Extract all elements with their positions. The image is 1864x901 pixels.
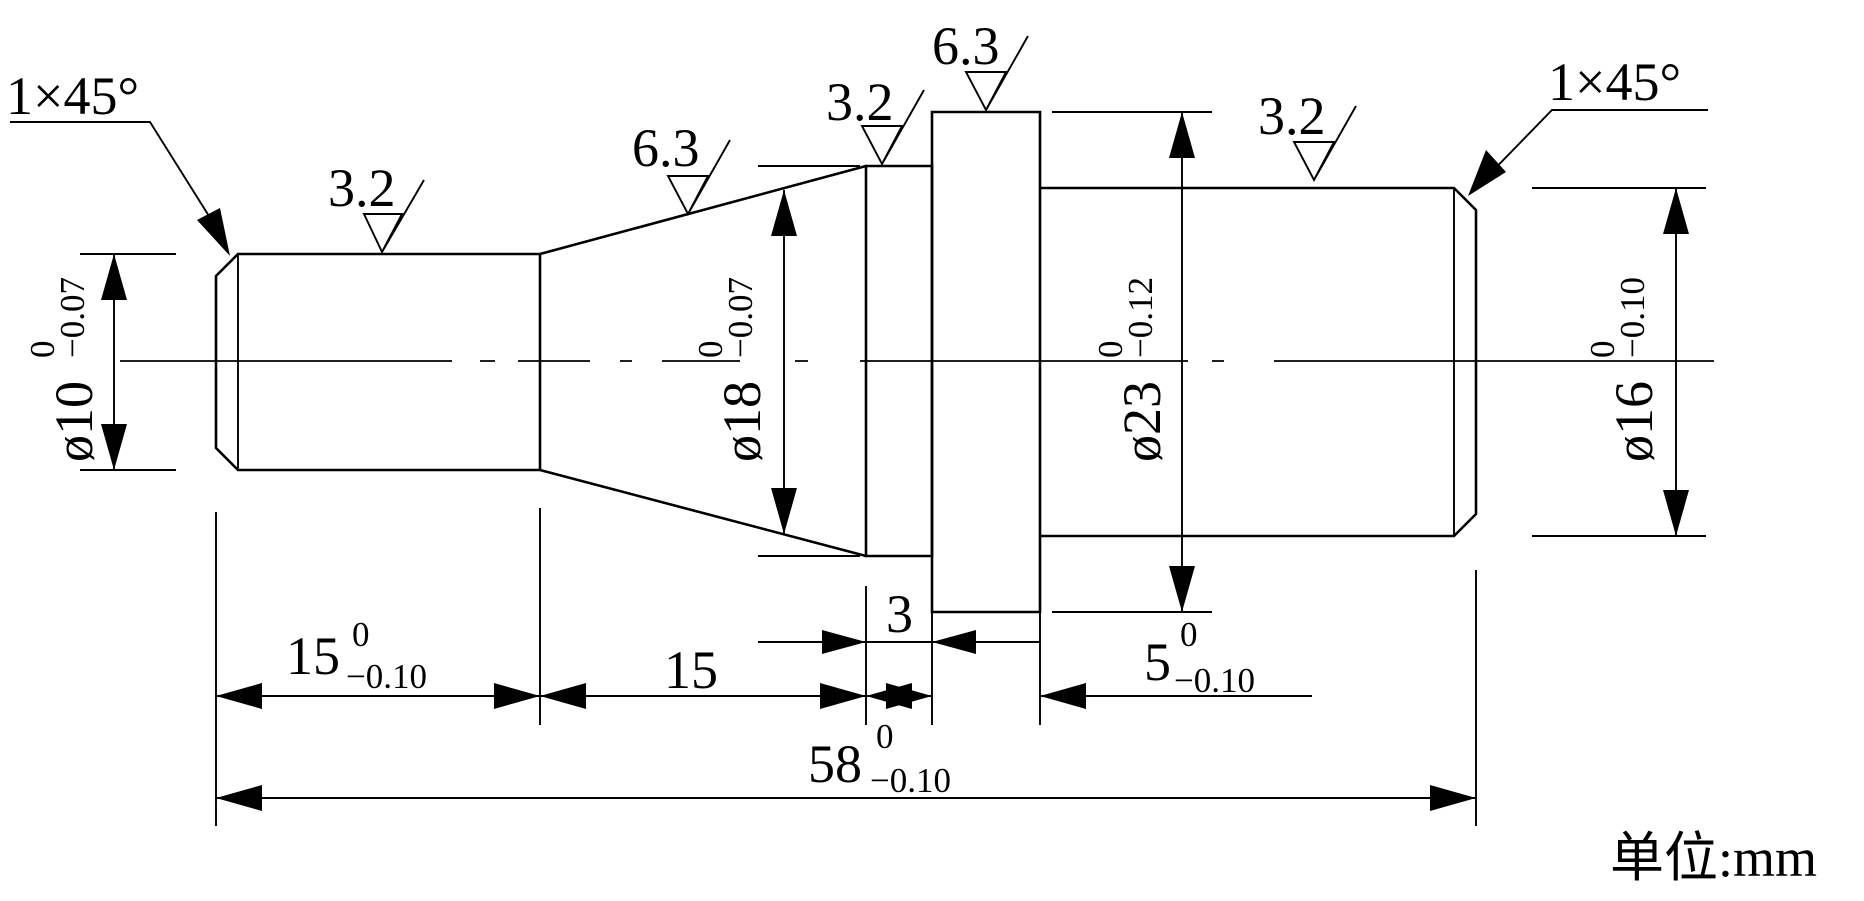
- svg-text:0: 0: [691, 341, 730, 359]
- svg-text:15: 15: [286, 626, 340, 686]
- svg-text:58: 58: [808, 734, 862, 794]
- length-label-15: 15: [664, 640, 718, 700]
- diameter-dimensions: [101, 112, 1689, 612]
- roughness-left-cylinder: 3.2: [328, 158, 396, 218]
- extension-lines: [80, 111, 1706, 826]
- roughness-neck: 3.2: [826, 72, 894, 132]
- svg-text:−0.10: −0.10: [1613, 277, 1652, 358]
- diameter-label-23: ø23 0 −0.12: [1091, 277, 1172, 462]
- length-label-3: 3: [886, 584, 913, 644]
- diameter-label-16: ø16 0 −0.10: [1583, 277, 1664, 462]
- svg-text:0: 0: [23, 341, 62, 359]
- length-dimensions: [216, 630, 1476, 811]
- svg-text:ø10: ø10: [44, 381, 104, 462]
- roughness-right-cylinder: 3.2: [1258, 86, 1326, 146]
- svg-text:ø16: ø16: [1604, 381, 1664, 462]
- svg-text:0: 0: [1180, 615, 1198, 654]
- unit-label: 单位:mm: [1610, 828, 1817, 888]
- length-label-58-tol: 58 0 −0.10: [808, 717, 951, 800]
- length-label-5-tol: 5 0 −0.10: [1144, 615, 1255, 700]
- svg-text:−0.10: −0.10: [870, 761, 951, 800]
- svg-text:ø23: ø23: [1112, 381, 1172, 462]
- svg-text:0: 0: [876, 717, 894, 756]
- roughness-symbols: [362, 35, 1357, 255]
- chamfer-leaders: [10, 109, 1708, 256]
- svg-text:0: 0: [1091, 341, 1130, 359]
- length-label-15-tol: 15 0 −0.10: [286, 615, 427, 696]
- svg-text:ø18: ø18: [712, 381, 772, 462]
- svg-text:−0.12: −0.12: [1121, 277, 1160, 358]
- svg-text:5: 5: [1144, 632, 1171, 692]
- shaft-outline: [214, 110, 1478, 614]
- chamfer-label-left: 1×45°: [6, 66, 139, 126]
- svg-text:0: 0: [352, 615, 370, 654]
- roughness-collar: 6.3: [932, 16, 1000, 76]
- roughness-taper: 6.3: [632, 118, 700, 178]
- diameter-label-10: ø10 0 −0.07: [23, 277, 104, 462]
- svg-text:−0.10: −0.10: [1174, 661, 1255, 700]
- chamfer-label-right: 1×45°: [1548, 52, 1681, 112]
- svg-text:−0.07: −0.07: [721, 277, 760, 358]
- diameter-label-18: ø18 0 −0.07: [691, 277, 772, 462]
- svg-text:0: 0: [1583, 341, 1622, 359]
- svg-text:−0.10: −0.10: [346, 657, 427, 696]
- svg-text:−0.07: −0.07: [53, 277, 92, 358]
